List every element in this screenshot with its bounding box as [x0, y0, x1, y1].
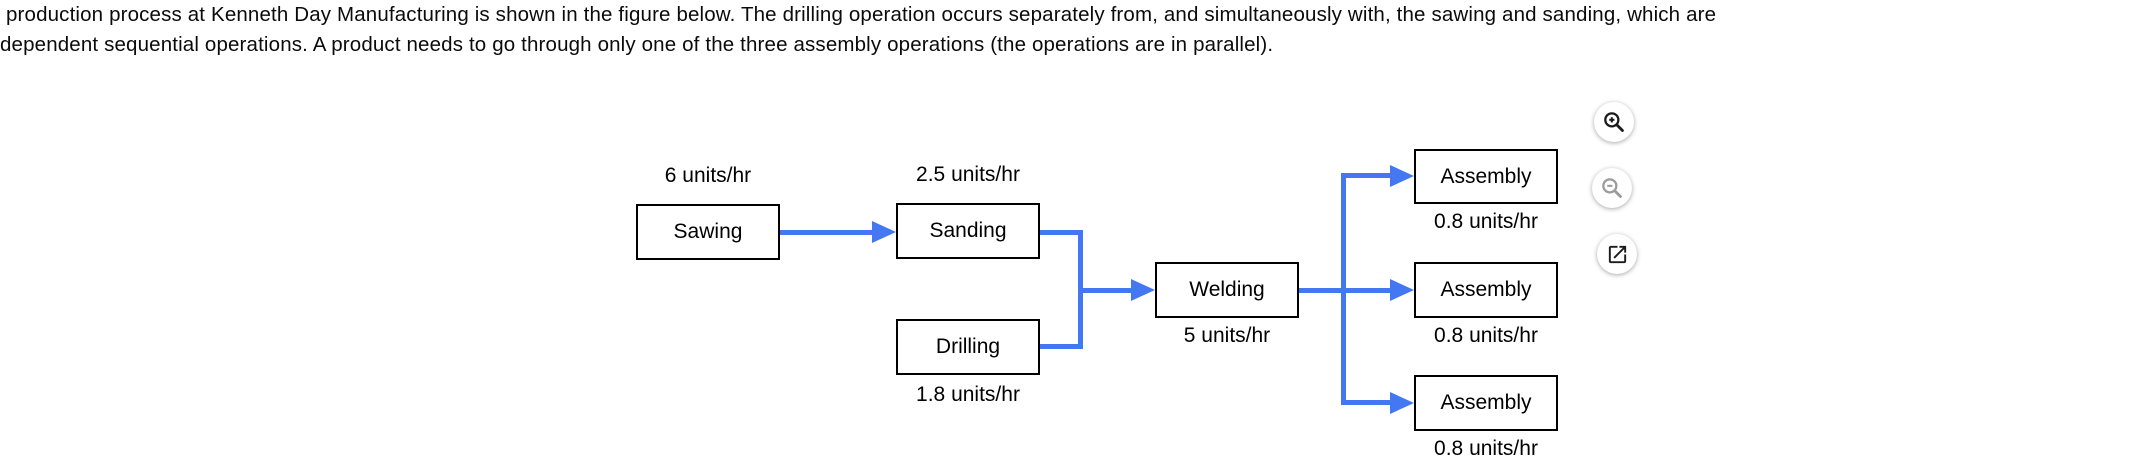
zoom-in-button[interactable]: [1594, 102, 1634, 142]
rate-label-assembly-bottom: 0.8 units/hr: [1434, 437, 1538, 460]
process-box-drilling: Drilling: [896, 319, 1040, 375]
rate-label-sawing: 6 units/hr: [664, 164, 752, 187]
process-box-assembly-middle: Assembly: [1414, 262, 1558, 318]
connector-sawing-sanding: [780, 230, 873, 235]
connector-into-assembly-top: [1344, 173, 1390, 178]
rate-label-assembly-middle: 0.8 units/hr: [1434, 324, 1538, 347]
process-box-sanding: Sanding: [896, 203, 1040, 259]
magnifier-plus-icon: [1601, 109, 1627, 135]
connector-sanding-out: [1038, 230, 1083, 235]
connector-branch-vertical: [1341, 173, 1346, 405]
rate-label-assembly-top: 0.8 units/hr: [1434, 210, 1538, 233]
process-box-assembly-bottom: Assembly: [1414, 375, 1558, 431]
connector-drilling-out: [1038, 344, 1083, 349]
arrowhead-into-assembly-middle: [1390, 279, 1414, 301]
process-box-assembly-top: Assembly: [1414, 149, 1558, 204]
process-box-sawing: Sawing: [636, 204, 780, 260]
arrowhead-into-assembly-top: [1390, 165, 1414, 187]
external-link-icon: [1606, 243, 1629, 266]
connector-into-assembly-bottom: [1344, 400, 1390, 405]
arrowhead-into-welding: [1131, 279, 1155, 301]
arrowhead-into-assembly-bottom: [1390, 392, 1414, 414]
magnifier-minus-icon: [1599, 175, 1625, 201]
zoom-out-button[interactable]: [1592, 168, 1632, 208]
rate-label-drilling: 1.8 units/hr: [916, 383, 1020, 406]
open-in-new-button[interactable]: [1597, 234, 1637, 274]
question-line-1: production process at Kenneth Day Manufa…: [6, 3, 1717, 26]
question-line-2: dependent sequential operations. A produ…: [0, 33, 1274, 56]
arrowhead-into-sanding: [872, 221, 896, 243]
connector-into-welding: [1078, 288, 1132, 293]
process-box-welding: Welding: [1155, 262, 1299, 318]
rate-label-welding: 5 units/hr: [1183, 324, 1271, 347]
rate-label-sanding: 2.5 units/hr: [916, 163, 1020, 186]
